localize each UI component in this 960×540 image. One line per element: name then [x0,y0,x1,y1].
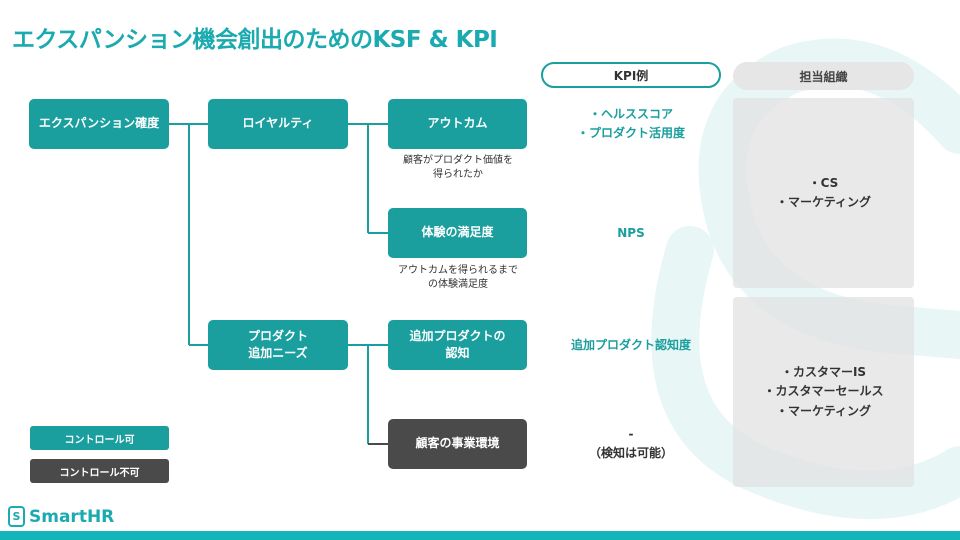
bottom-accent-bar [0,531,960,540]
node-expansion: エクスパンション確度 [29,99,169,149]
node-experience: 体験の満足度 [388,208,527,258]
node-loyalty: ロイヤルティ [208,99,348,149]
node-environment: 顧客の事業環境 [388,419,527,469]
legend-uncontrollable: コントロール不可 [30,459,169,483]
smarthr-logo: S SmartHR [8,506,114,527]
node-outcome: アウトカム [388,99,527,149]
desc-experience: アウトカムを得られるまで の体験満足度 [398,265,518,290]
org-box-top: ・CS ・マーケティング [733,98,914,288]
org-box-bottom: ・カスタマーIS ・カスタマーセールス ・マーケティング [733,297,914,487]
kpi-awareness: 追加プロダクト認知度 [570,338,691,352]
node-awareness: 追加プロダクトの 認知 [388,320,527,370]
desc-outcome: 顧客がプロダクト価値を 得られたか [403,155,513,180]
smarthr-logo-text: SmartHR [29,506,115,527]
kpi-outcome: ・ヘルススコア ・プロダクト活用度 [576,107,685,141]
node-product-needs: プロダクト 追加ニーズ [208,320,348,370]
kpi-experience: NPS [617,226,645,240]
org-header: 担当組織 [733,62,914,90]
legend-controllable: コントロール可 [30,426,169,450]
kpi-header: KPI例 [541,62,721,88]
kpi-environment: - （検知は可能） [588,427,673,461]
smarthr-logo-icon: S [8,506,25,527]
page-title: エクスパンション機会創出のためのKSF & KPI [12,27,498,53]
